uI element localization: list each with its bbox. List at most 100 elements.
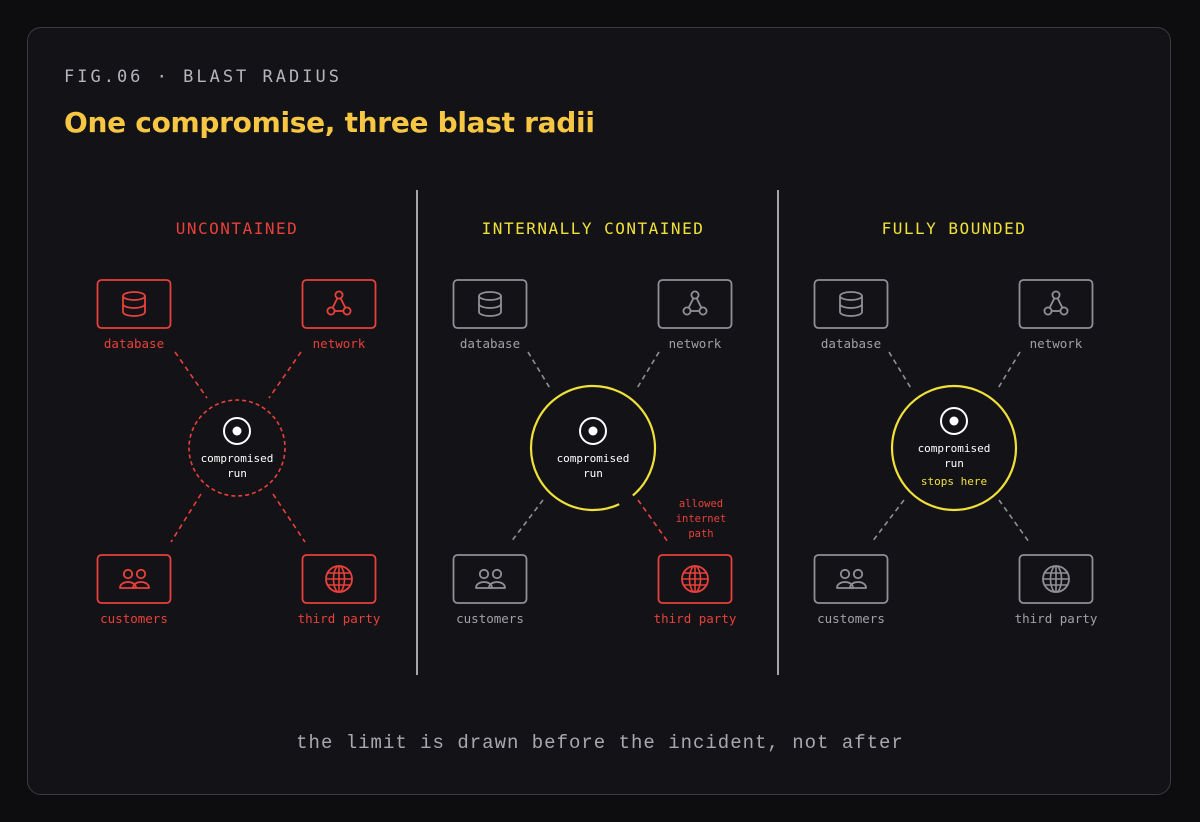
stop-note: stops here [921,475,987,488]
icon-part [334,290,344,300]
customers-icon [836,568,867,589]
panel-uncontained: UNCONTAINED compromised run database network… [96,219,381,626]
center-label: run [944,457,964,470]
node-label: third party [1015,611,1098,626]
node-box [301,554,377,604]
connection-line [635,351,660,391]
target-icon [940,407,968,435]
node-third-party: third party [654,554,737,626]
node-label: customers [456,611,524,626]
icon-part [839,303,863,309]
panel-heading: INTERNALLY CONTAINED [482,219,705,238]
center-label: run [583,467,603,480]
node-label: network [1030,336,1083,351]
connection-line [272,493,306,543]
icon-part [852,568,864,580]
node-database: database [452,279,528,351]
icon-part [839,291,863,301]
database-icon [478,291,502,317]
node-customers: customers [813,554,889,626]
icon-part [326,306,336,316]
icon-part [849,581,867,589]
blast-boundary [529,384,657,512]
database-icon [839,291,863,317]
icon-part [488,581,506,589]
blast-boundary [890,384,1018,512]
icon-part [478,291,502,301]
node-third-party: third party [298,554,381,626]
node-box [813,279,889,329]
connection-line [996,351,1021,391]
connection-line [888,351,913,391]
node-box [96,554,172,604]
icon-part [839,568,851,580]
node-network: network [301,279,377,351]
panel-internally-contained: INTERNALLY CONTAINED compromised run databa… [452,219,737,626]
connection-line [170,493,202,543]
node-box [1018,554,1094,604]
icon-part [342,306,352,316]
node-box [452,279,528,329]
node-label: network [669,336,722,351]
node-label: database [821,336,881,351]
globe-icon [325,565,353,593]
path-note: path [688,528,713,540]
node-box [657,554,733,604]
icon-part [122,303,146,309]
icon-part [1051,290,1061,300]
node-network: network [1018,279,1094,351]
connection-line [268,351,302,399]
connection-line [510,499,544,543]
node-box [813,554,889,604]
center-label: run [227,467,247,480]
node-box [452,554,528,604]
icon-part [1059,306,1069,316]
node-label: third party [298,611,381,626]
center-label: compromised [918,442,991,455]
figure-label: FIG.06 · BLAST RADIUS [64,67,342,87]
network-icon [326,290,352,316]
icon-part [478,303,502,309]
target-icon [223,417,251,445]
node-customers: customers [96,554,172,626]
database-icon [122,291,146,317]
node-box [657,279,733,329]
icon-part [478,296,502,317]
node-database: database [96,279,172,351]
customers-icon [119,568,150,589]
target-icon-dot [232,426,242,436]
icon-part [1043,306,1053,316]
path-note: internet [676,513,727,525]
icon-part [491,568,503,580]
icon-part [135,568,147,580]
center-label: compromised [201,452,274,465]
figure-caption: the limit is drawn before the incident, … [296,732,904,754]
node-label: customers [817,611,885,626]
node-database: database [813,279,889,351]
node-network: network [657,279,733,351]
icon-part [132,581,150,589]
network-icon [1043,290,1069,316]
connection-line [871,499,905,543]
icon-part [698,306,708,316]
network-icon [682,290,708,316]
panel-heading: UNCONTAINED [176,219,298,238]
node-label: network [313,336,366,351]
icon-part [122,296,146,317]
blast-boundary [188,399,286,497]
connection-line [174,351,208,399]
connection-line [527,351,552,391]
center-label: compromised [557,452,630,465]
connection-line [637,499,669,543]
icon-part [122,568,134,580]
target-icon-dot [949,416,959,426]
node-label: database [104,336,164,351]
node-box [301,279,377,329]
icon-part [839,296,863,317]
icon-part [690,290,700,300]
panel-heading: FULLY BOUNDED [882,219,1027,238]
figure-card [27,27,1171,795]
icon-part [682,306,692,316]
node-label: customers [100,611,168,626]
